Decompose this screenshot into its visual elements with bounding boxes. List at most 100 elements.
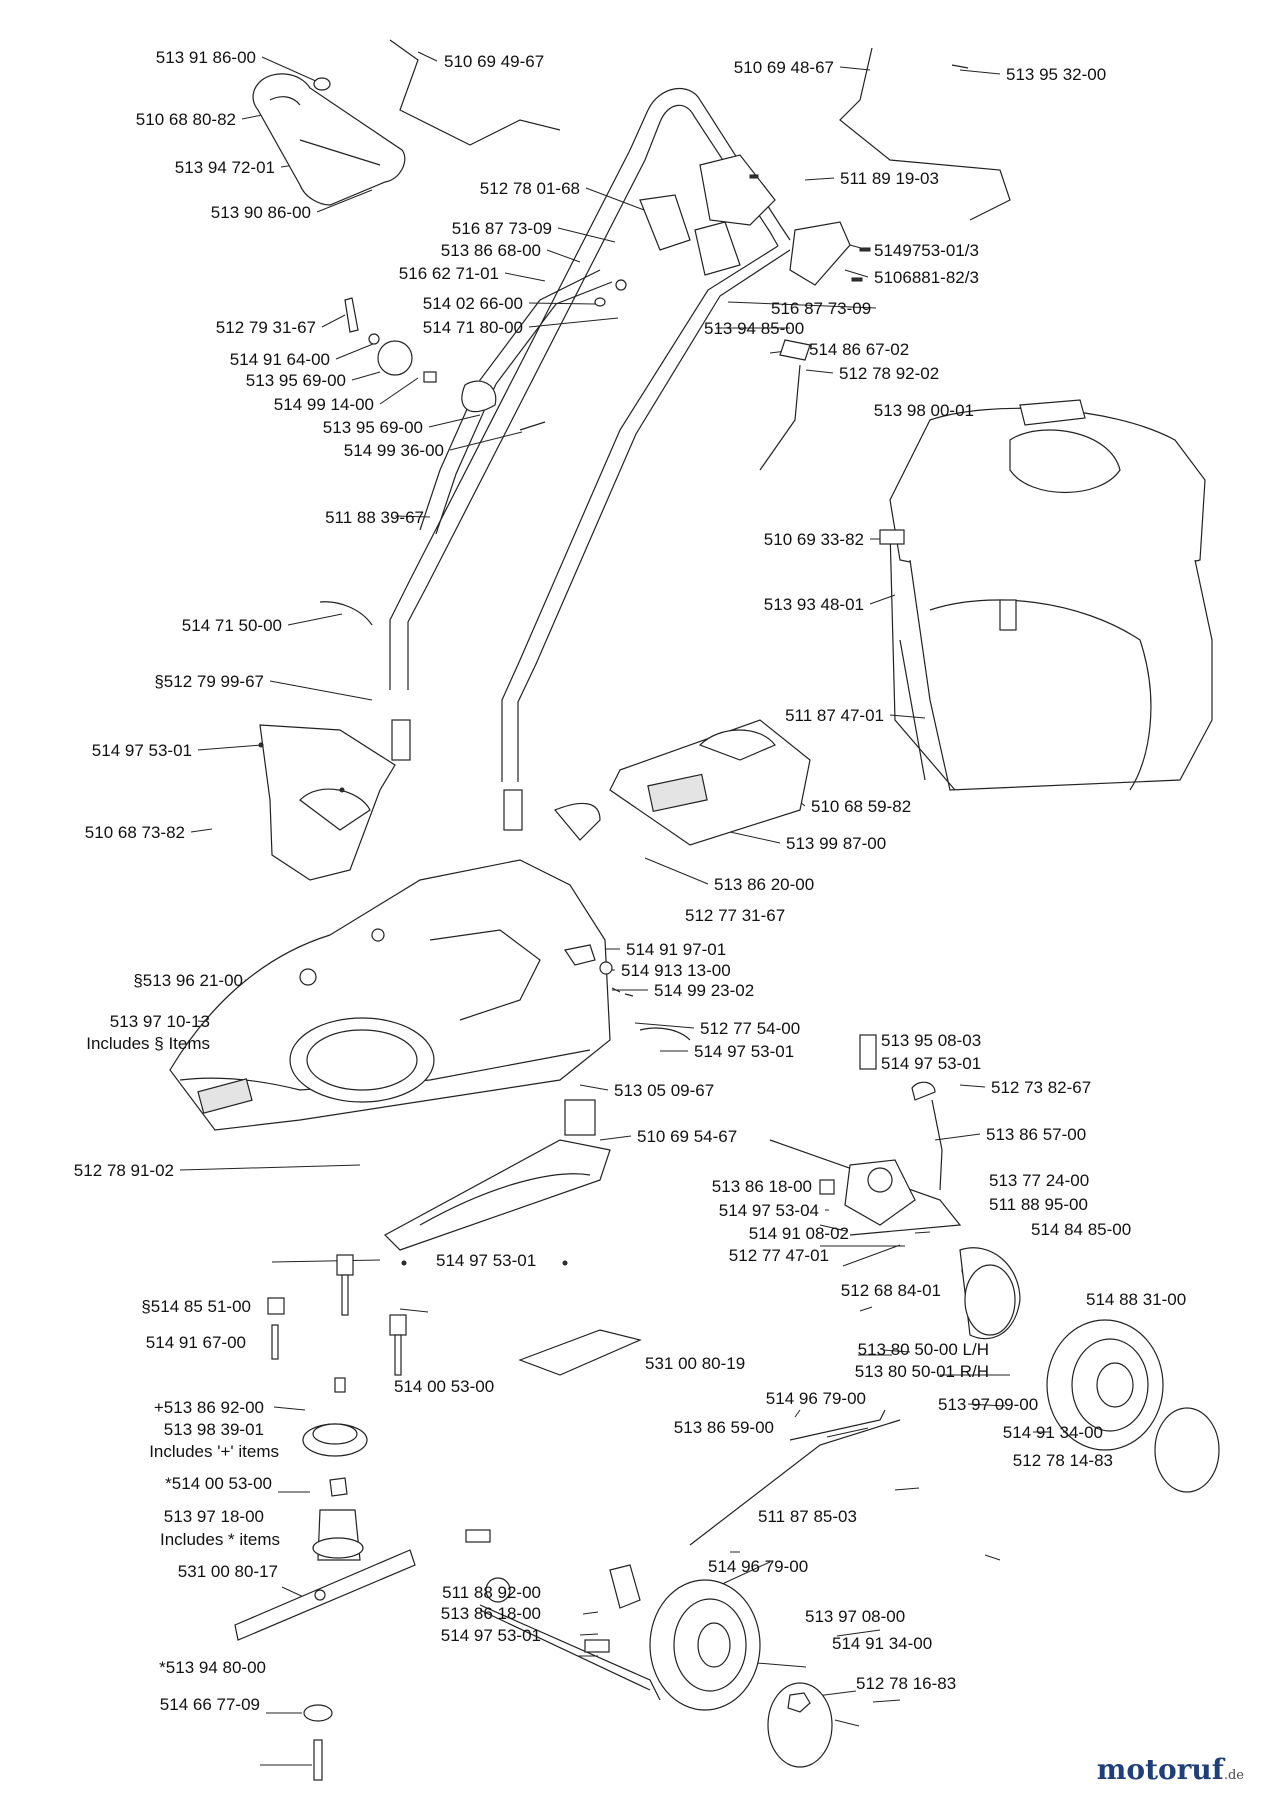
part-label: 514 913 13-00 xyxy=(621,961,731,980)
grass-catcher xyxy=(879,399,1213,791)
part-label: 511 88 92-00 xyxy=(442,1583,541,1602)
part-label: Includes '+' items xyxy=(149,1442,279,1461)
part-label: Includes § Items xyxy=(86,1034,210,1053)
part-label: 513 94 72-01 xyxy=(174,158,275,177)
part-label: 513 99 87-00 xyxy=(786,834,887,853)
part-label: 5106881-82/3 xyxy=(874,268,979,287)
rear-wheel xyxy=(1046,1319,1220,1493)
mulch-plug xyxy=(609,719,811,846)
part-label: 512 68 84-01 xyxy=(840,1281,941,1300)
watermark-brand: motoruf xyxy=(1096,1753,1224,1786)
part-label: 513 86 20-00 xyxy=(714,875,815,894)
part-label: 514 97 53-01 xyxy=(694,1042,795,1061)
chute-parts xyxy=(554,802,691,1136)
part-label: 512 77 54-00 xyxy=(700,1019,801,1038)
part-label: 514 99 36-00 xyxy=(343,441,444,460)
part-label: 511 87 85-03 xyxy=(758,1507,857,1526)
part-label: 514 97 53-01 xyxy=(881,1054,982,1073)
part-label: 513 80 50-00 L/H xyxy=(857,1340,989,1359)
part-label: 516 87 73-09 xyxy=(451,219,552,238)
part-label: 513 97 08-00 xyxy=(805,1607,906,1626)
part-label: 514 99 14-00 xyxy=(273,395,374,414)
part-label: 513 95 69-00 xyxy=(322,418,423,437)
part-label: 513 05 09-67 xyxy=(614,1081,715,1100)
part-label: 513 93 48-01 xyxy=(763,595,864,614)
part-label: 516 62 71-01 xyxy=(398,264,499,283)
part-label: 514 02 66-00 xyxy=(422,294,523,313)
part-label: 514 97 53-01 xyxy=(440,1626,541,1645)
part-label: 513 97 09-00 xyxy=(938,1395,1039,1414)
part-label: 514 86 67-02 xyxy=(809,340,910,359)
part-label: 514 97 53-04 xyxy=(718,1201,819,1220)
part-label: 514 84 85-00 xyxy=(1031,1220,1132,1239)
control-housing xyxy=(639,154,871,286)
part-label: 512 78 01-68 xyxy=(479,179,580,198)
watermark-logo: motoruf.de xyxy=(1097,1753,1244,1786)
part-label: 512 78 16-83 xyxy=(856,1674,957,1693)
part-label: 510 68 80-82 xyxy=(135,110,236,129)
part-label: 514 71 50-00 xyxy=(181,616,282,635)
part-label: 513 86 59-00 xyxy=(673,1418,774,1437)
mower-blade xyxy=(234,1549,416,1641)
part-label: 512 78 91-02 xyxy=(73,1161,174,1180)
hand-grip xyxy=(252,73,406,206)
part-label: 510 69 49-67 xyxy=(444,52,545,71)
part-label: 513 80 50-01 R/H xyxy=(854,1362,989,1381)
part-label: 514 91 08-02 xyxy=(748,1224,849,1243)
part-label: 514 91 67-00 xyxy=(145,1333,246,1352)
part-label: 514 97 53-01 xyxy=(91,741,192,760)
part-label: 516 87 73-09 xyxy=(771,299,872,318)
part-label: 513 86 68-00 xyxy=(440,241,541,260)
part-label: 512 78 92-02 xyxy=(839,364,940,383)
part-label: §514 85 51-00 xyxy=(141,1297,251,1316)
part-label: 514 71 80-00 xyxy=(422,318,523,337)
front-axle xyxy=(465,1409,901,1701)
part-label: *514 00 53-00 xyxy=(165,1474,272,1493)
rear-hub xyxy=(959,1247,1021,1340)
part-label: 513 95 32-00 xyxy=(1006,65,1107,84)
part-label: 514 00 53-00 xyxy=(394,1377,495,1396)
part-label: 511 88 39-67 xyxy=(325,508,424,527)
part-label: 514 96 79-00 xyxy=(708,1557,809,1576)
part-label: 512 77 31-67 xyxy=(685,906,786,925)
part-label: 512 79 31-67 xyxy=(215,318,316,337)
part-label: 513 94 85-00 xyxy=(704,319,805,338)
part-label: 510 69 54-67 xyxy=(637,1127,738,1146)
rear-flap xyxy=(258,724,396,881)
part-label: 512 78 14-83 xyxy=(1012,1451,1113,1470)
part-label: 510 68 73-82 xyxy=(84,823,185,842)
drive-belt xyxy=(518,1329,642,1376)
part-label: 512 77 47-01 xyxy=(728,1246,829,1265)
part-label: 514 91 34-00 xyxy=(832,1634,933,1653)
bolts-and-nuts xyxy=(267,1254,407,1393)
control-bails xyxy=(389,39,1011,221)
part-label: §512 79 99-67 xyxy=(154,672,264,691)
part-label: 513 98 00-01 xyxy=(873,401,974,420)
part-label: 510 69 33-82 xyxy=(763,530,864,549)
part-label: 514 91 34-00 xyxy=(1002,1423,1103,1442)
handle-small-parts xyxy=(319,279,811,626)
watermark-tld: .de xyxy=(1223,1768,1244,1783)
part-label: 513 91 86-00 xyxy=(155,48,256,67)
part-label: *513 94 80-00 xyxy=(159,1658,266,1677)
part-label: 513 98 39-01 xyxy=(163,1420,264,1439)
part-label: +513 86 92-00 xyxy=(153,1398,264,1417)
leader-lines xyxy=(179,51,1050,1766)
part-label: 5149753-01/3 xyxy=(874,241,979,260)
part-label: 514 66 77-09 xyxy=(159,1695,260,1714)
part-label: 514 99 23-02 xyxy=(654,981,755,1000)
pulley-and-blade-hub xyxy=(302,1423,368,1561)
part-label: 513 86 18-00 xyxy=(711,1177,812,1196)
part-label: 510 69 48-67 xyxy=(733,58,834,77)
upper-handle xyxy=(389,87,791,831)
part-label: §513 96 21-00 xyxy=(133,971,243,990)
front-wheel xyxy=(649,1579,833,1768)
part-label: 513 86 18-00 xyxy=(440,1604,541,1623)
part-label: 514 88 31-00 xyxy=(1086,1290,1187,1309)
part-label: 513 90 86-00 xyxy=(210,203,311,222)
part-label: 511 89 19-03 xyxy=(840,169,939,188)
part-label: 514 91 97-01 xyxy=(626,940,727,959)
part-label: 510 68 59-82 xyxy=(811,797,912,816)
